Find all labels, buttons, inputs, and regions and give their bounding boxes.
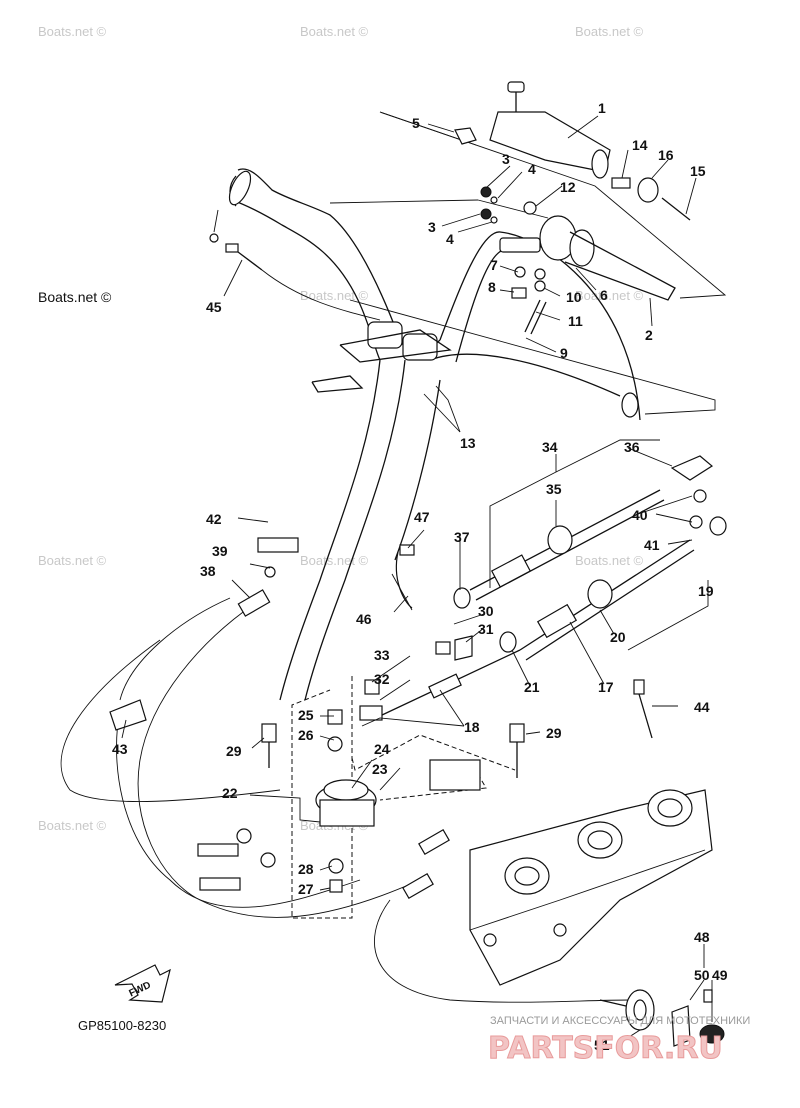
ad-banner-text: ЗАПЧАСТИ И АКСЕССУАРЫ ДЛЯ МОТОТЕХНИКИ — [490, 1015, 750, 1027]
leader-lines — [121, 115, 713, 1045]
callout-8: 8 — [488, 279, 496, 295]
callout-43: 43 — [112, 741, 128, 757]
watermark: Boats.net © — [575, 553, 644, 568]
callout-20: 20 — [610, 629, 626, 645]
callout-50: 50 — [694, 967, 710, 983]
callout-14: 14 — [632, 137, 648, 153]
throttle-grip-assembly — [454, 81, 691, 335]
carburetor-block — [469, 789, 713, 986]
callout-26: 26 — [298, 727, 314, 743]
callout-1: 1 — [598, 100, 606, 116]
callout-51: 51 — [594, 1037, 610, 1053]
callout-17: 17 — [598, 679, 614, 695]
callout-5: 5 — [412, 115, 420, 131]
watermark: Boats.net © — [575, 24, 644, 39]
callout-11: 11 — [568, 313, 583, 329]
callout-19: 19 — [698, 583, 714, 599]
callout-4a: 4 — [528, 161, 536, 177]
callout-24: 24 — [374, 741, 390, 757]
callout-18: 18 — [464, 719, 480, 735]
callout-36: 36 — [624, 439, 640, 455]
callout-6: 6 — [600, 287, 608, 303]
callout-45: 45 — [206, 299, 222, 315]
watermark: Boats.net © — [300, 24, 369, 39]
cable-45 — [209, 233, 381, 321]
cable-assemblies — [379, 455, 727, 717]
watermark: Boats.net © — [38, 553, 107, 568]
callout-labels: 1 2 3 3 4 4 5 6 7 8 9 10 11 12 13 14 15 … — [112, 100, 728, 1053]
callout-33: 33 — [374, 647, 390, 663]
handlebar — [228, 168, 641, 701]
callout-39: 39 — [212, 543, 228, 559]
callout-16: 16 — [658, 147, 674, 163]
callout-46: 46 — [356, 611, 372, 627]
callout-23: 23 — [372, 761, 388, 777]
callout-22: 22 — [222, 785, 238, 801]
callout-48: 48 — [694, 929, 710, 945]
callout-34: 34 — [542, 439, 558, 455]
callout-3b: 3 — [428, 219, 436, 235]
throttle-cable-paths — [60, 566, 631, 1003]
watermark: Boats.net © — [38, 24, 107, 39]
callout-9: 9 — [560, 345, 568, 361]
callout-40a: 40 — [632, 507, 648, 523]
callout-38: 38 — [200, 563, 216, 579]
callout-41: 41 — [644, 537, 660, 553]
callout-30: 30 — [478, 603, 494, 619]
callout-4b: 4 — [446, 231, 454, 247]
callout-35: 35 — [546, 481, 562, 497]
watermark: Boats.net © — [300, 553, 369, 568]
callout-27: 27 — [298, 881, 314, 897]
callout-31: 31 — [478, 621, 494, 637]
watermark: Boats.net © — [38, 289, 112, 305]
callout-42: 42 — [206, 511, 222, 527]
fwd-arrow: FWD — [114, 964, 171, 1003]
watermark: Boats.net © — [38, 818, 107, 833]
callout-44: 44 — [694, 699, 710, 715]
partsfor-logo: PARTSFOR.RU — [488, 1031, 723, 1066]
callout-49: 49 — [712, 967, 728, 983]
callout-37: 37 — [454, 529, 470, 545]
callout-2: 2 — [645, 327, 653, 343]
callout-21: 21 — [524, 679, 540, 695]
callout-47: 47 — [414, 509, 430, 525]
callout-29b: 29 — [546, 725, 562, 741]
watermark: Boats.net © — [575, 288, 644, 303]
lower-right-parts — [391, 573, 725, 1047]
callout-15: 15 — [690, 163, 706, 179]
callout-29a: 29 — [226, 743, 242, 759]
watermark: Boats.net © — [300, 288, 369, 303]
callout-13: 13 — [460, 435, 476, 451]
callout-25: 25 — [298, 707, 314, 723]
callout-32: 32 — [374, 671, 390, 687]
diagram-code: GP85100-8230 — [78, 1018, 166, 1033]
callout-28: 28 — [298, 861, 314, 877]
callout-7: 7 — [490, 257, 498, 273]
bracket-assembly — [261, 676, 525, 919]
callout-10: 10 — [566, 289, 582, 305]
callout-3a: 3 — [502, 151, 510, 167]
callout-12: 12 — [560, 179, 576, 195]
